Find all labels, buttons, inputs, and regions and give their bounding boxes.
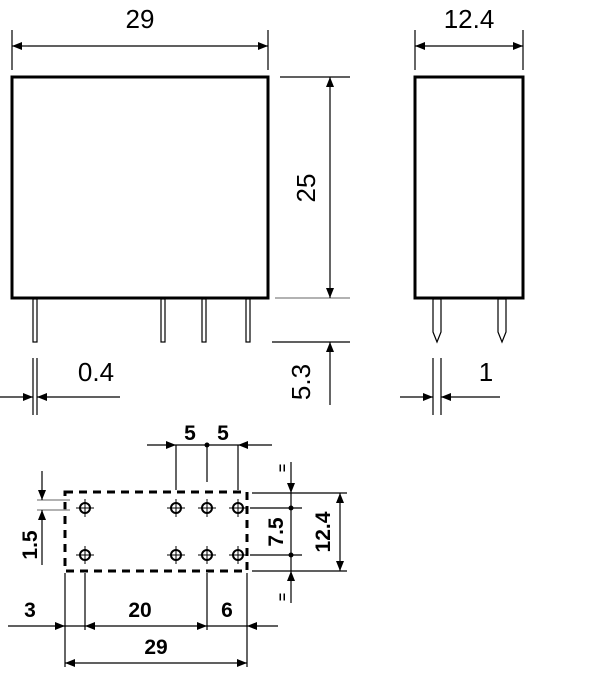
- pin: [432, 298, 442, 344]
- hole-crosshair: [229, 546, 247, 564]
- total-width-label: 29: [144, 636, 167, 659]
- pin-width-label: 1: [479, 357, 493, 387]
- pin: [245, 298, 251, 343]
- front-view: 29 25 5.3 0.4: [0, 4, 350, 415]
- left-margin-label: 3: [24, 599, 36, 622]
- hole-crosshair: [198, 546, 216, 564]
- pitch-b-label: 5: [217, 422, 229, 445]
- side-view: 12.4 1: [400, 4, 525, 415]
- side-width-label: 12.4: [444, 4, 495, 34]
- pin-thickness-label: 0.4: [78, 357, 114, 387]
- hole-crosshair: [167, 499, 185, 517]
- relay-body-side: [413, 75, 525, 300]
- row-spacing-label: 7.5: [265, 517, 288, 547]
- front-width-label: 29: [126, 4, 155, 34]
- footprint-outline: [63, 490, 249, 573]
- hole-crosshair: [198, 499, 216, 517]
- relay-body-front: [10, 75, 270, 300]
- hole-crosshair: [229, 499, 247, 517]
- span-label: 20: [128, 599, 151, 622]
- pin: [32, 298, 38, 343]
- pin-length-label: 5.3: [286, 364, 316, 400]
- dimension-dot: [288, 505, 294, 511]
- right-margin-label: 6: [221, 599, 233, 622]
- hole-crosshair: [76, 546, 94, 564]
- equal-bottom-label: =: [274, 593, 290, 601]
- edge-offset-label: 1.5: [19, 530, 42, 560]
- hole-crosshair: [76, 499, 94, 517]
- pcb-footprint: 5 5 = = 7.5 12.4 1.5 3 20: [8, 422, 347, 667]
- equal-top-label: =: [274, 464, 290, 472]
- pin: [497, 298, 507, 344]
- depth-label: 12.4: [312, 511, 335, 552]
- pitch-a-label: 5: [184, 422, 196, 445]
- pin: [201, 298, 207, 343]
- dimension-dot: [204, 442, 210, 448]
- pin: [160, 298, 166, 343]
- dimension-dot: [288, 552, 294, 558]
- front-height-label: 25: [291, 174, 321, 203]
- hole-crosshair: [167, 546, 185, 564]
- hole-group: [76, 499, 247, 564]
